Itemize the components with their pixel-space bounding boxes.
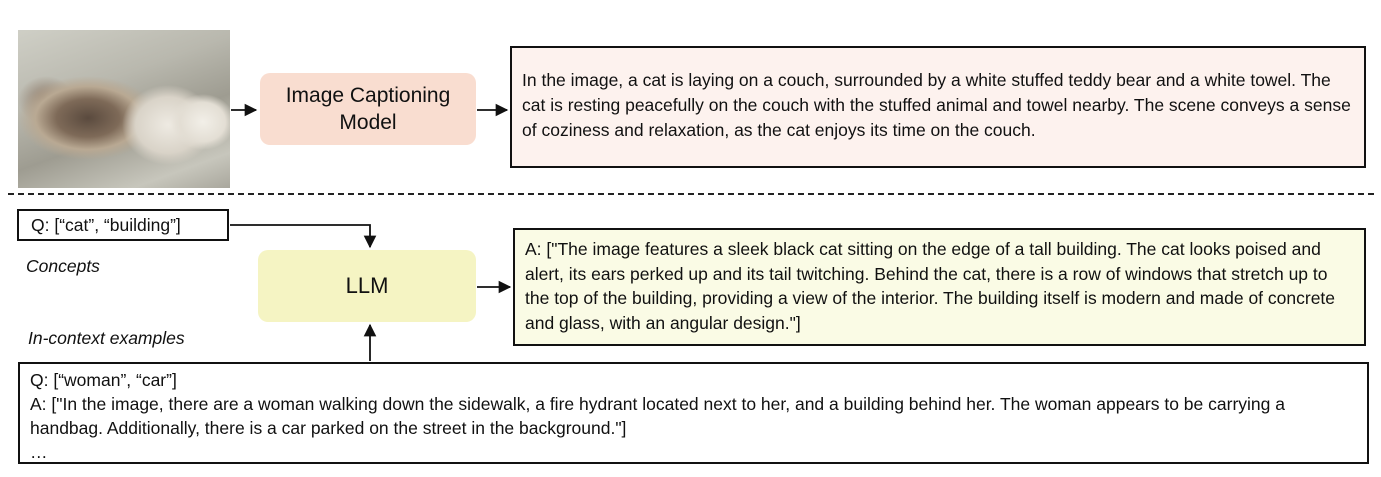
example-answer-line: A: ["In the image, there are a woman wal… [30,394,1285,438]
arrow-query-to-llm [230,224,377,249]
cat-photo [18,30,230,188]
llm-box: LLM [258,250,476,322]
query-text: Q: [“cat”, “building”] [31,215,181,235]
incontext-examples-label: In-context examples [28,328,185,348]
example-query-line: Q: [“woman”, “car”] [30,370,177,390]
example-ellipsis-line: … [30,442,48,462]
caption-output-text: In the image, a cat is laying on a couch… [522,70,1351,140]
caption-output-box: In the image, a cat is laying on a couch… [510,46,1366,168]
concepts-label: Concepts [26,256,100,276]
llm-output-text: A: ["The image features a sleek black ca… [525,239,1336,333]
image-captioning-model-label: Image Captioning Model [285,84,451,134]
image-captioning-model-box: Image Captioning Model [260,73,476,145]
llm-output-box: A: ["The image features a sleek black ca… [513,228,1366,346]
incontext-examples-box: Q: [“woman”, “car”] A: ["In the image, t… [18,362,1369,464]
llm-label: LLM [345,273,389,298]
section-divider [8,193,1374,195]
query-box: Q: [“cat”, “building”] [17,209,229,241]
